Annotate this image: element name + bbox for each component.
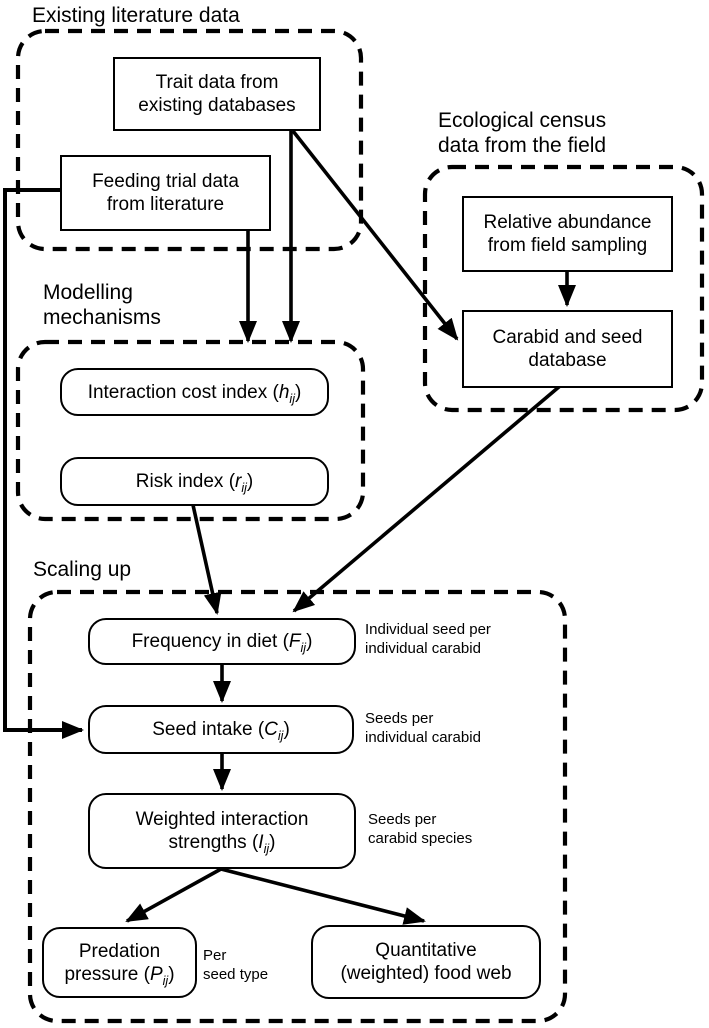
arrow-weighted-to-foodweb xyxy=(220,867,426,925)
node-feeding-trial-data: Feeding trial data from literature xyxy=(60,155,271,231)
group-box-existing-literature xyxy=(15,28,364,252)
group-title-scaling-up: Scaling up xyxy=(33,558,132,581)
node-seed-intake: Seed intake (Cij) xyxy=(88,705,354,754)
node-carabid-seed-database: Carabid and seed database xyxy=(462,310,673,388)
annotation-seed-intake-units: Seeds per individual carabid xyxy=(365,710,481,746)
group-box-ecological-census xyxy=(422,164,705,413)
arrow-risk-to-frequency xyxy=(191,504,222,615)
arrow-carabid-to-frequency xyxy=(292,384,562,613)
node-predation-pressure: Predation pressure (Pij) xyxy=(42,927,197,998)
arrow-weighted-to-predation xyxy=(125,867,222,923)
arrow-feeding-to-seed-intake xyxy=(3,188,84,739)
node-trait-data: Trait data from existing databases xyxy=(113,57,321,131)
node-risk-index: Risk index (rij) xyxy=(60,457,329,506)
node-weighted-interaction-strengths: Weighted interaction strengths (Iij) xyxy=(88,793,356,869)
node-quantitative-food-web: Quantitative (weighted) food web xyxy=(311,925,541,999)
node-frequency-in-diet: Frequency in diet (Fij) xyxy=(88,618,356,665)
annotation-weighted-units: Seeds per carabid species xyxy=(368,811,473,847)
node-interaction-cost-index: Interaction cost index (hij) xyxy=(60,368,329,416)
node-relative-abundance: Relative abundance from field sampling xyxy=(462,196,673,272)
group-box-modelling-mechanisms xyxy=(15,339,366,522)
group-title-ecological-census: Ecological census data from the field xyxy=(438,109,607,157)
group-title-modelling-mechanisms: Modelling mechanisms xyxy=(43,281,161,329)
annotation-predation-units: Per seed type xyxy=(203,947,269,983)
arrow-trait-to-carabid xyxy=(291,129,459,341)
annotation-frequency-units: Individual seed per individual carabid xyxy=(365,621,491,657)
group-title-existing-literature: Existing literature data xyxy=(32,4,240,27)
